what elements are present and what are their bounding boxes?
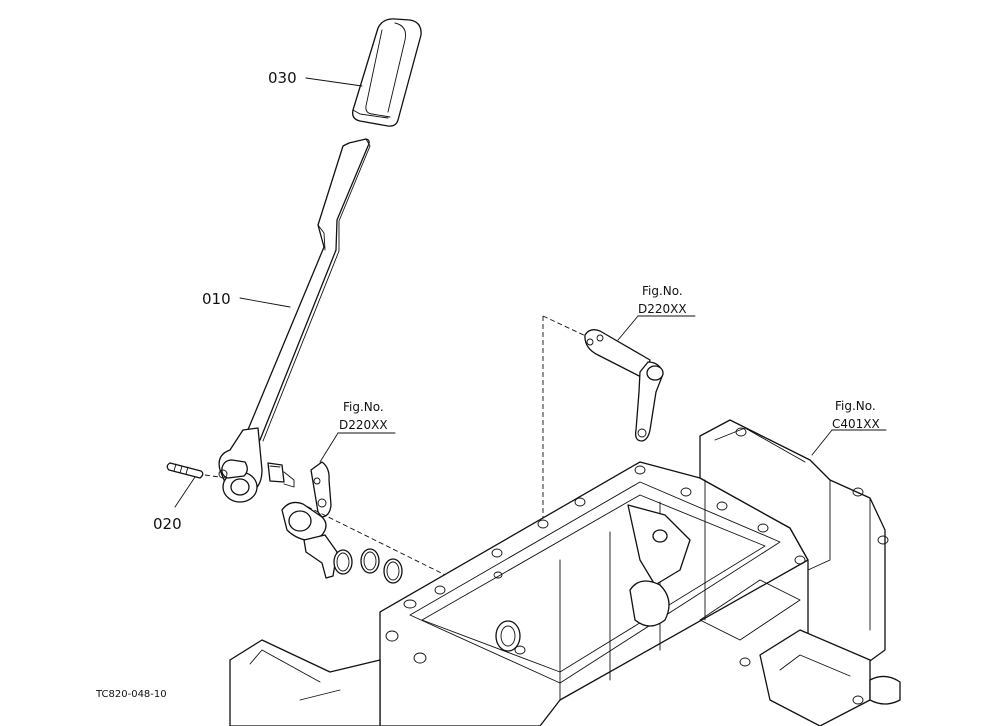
part-label-020: 020 [153, 515, 182, 533]
fig-reference-d220xx-right: Fig.No. D220XX [638, 284, 687, 316]
fig-ref-number: D220XX [339, 418, 388, 432]
shift-lever-010 [218, 138, 371, 503]
fig-reference-d220xx-left: Fig.No. D220XX [339, 400, 388, 432]
fig-reference-c401xx: Fig.No. C401XX [832, 399, 880, 431]
leader-lines [174, 77, 887, 508]
lever-grip-030 [352, 18, 422, 127]
part-label-030: 030 [268, 69, 297, 87]
fig-ref-number: C401XX [832, 417, 880, 431]
shift-rod-assembly [542, 315, 664, 650]
transmission-case [229, 419, 901, 726]
drawing-code: TC820-048-10 [95, 689, 167, 700]
fig-ref-number: D220XX [638, 302, 687, 316]
fig-ref-prefix: Fig.No. [343, 400, 384, 414]
shift-shaft-assembly [267, 461, 521, 613]
pin-020 [166, 462, 220, 479]
fig-ref-prefix: Fig.No. [642, 284, 683, 298]
fig-ref-prefix: Fig.No. [835, 399, 876, 413]
part-label-010: 010 [202, 290, 231, 308]
